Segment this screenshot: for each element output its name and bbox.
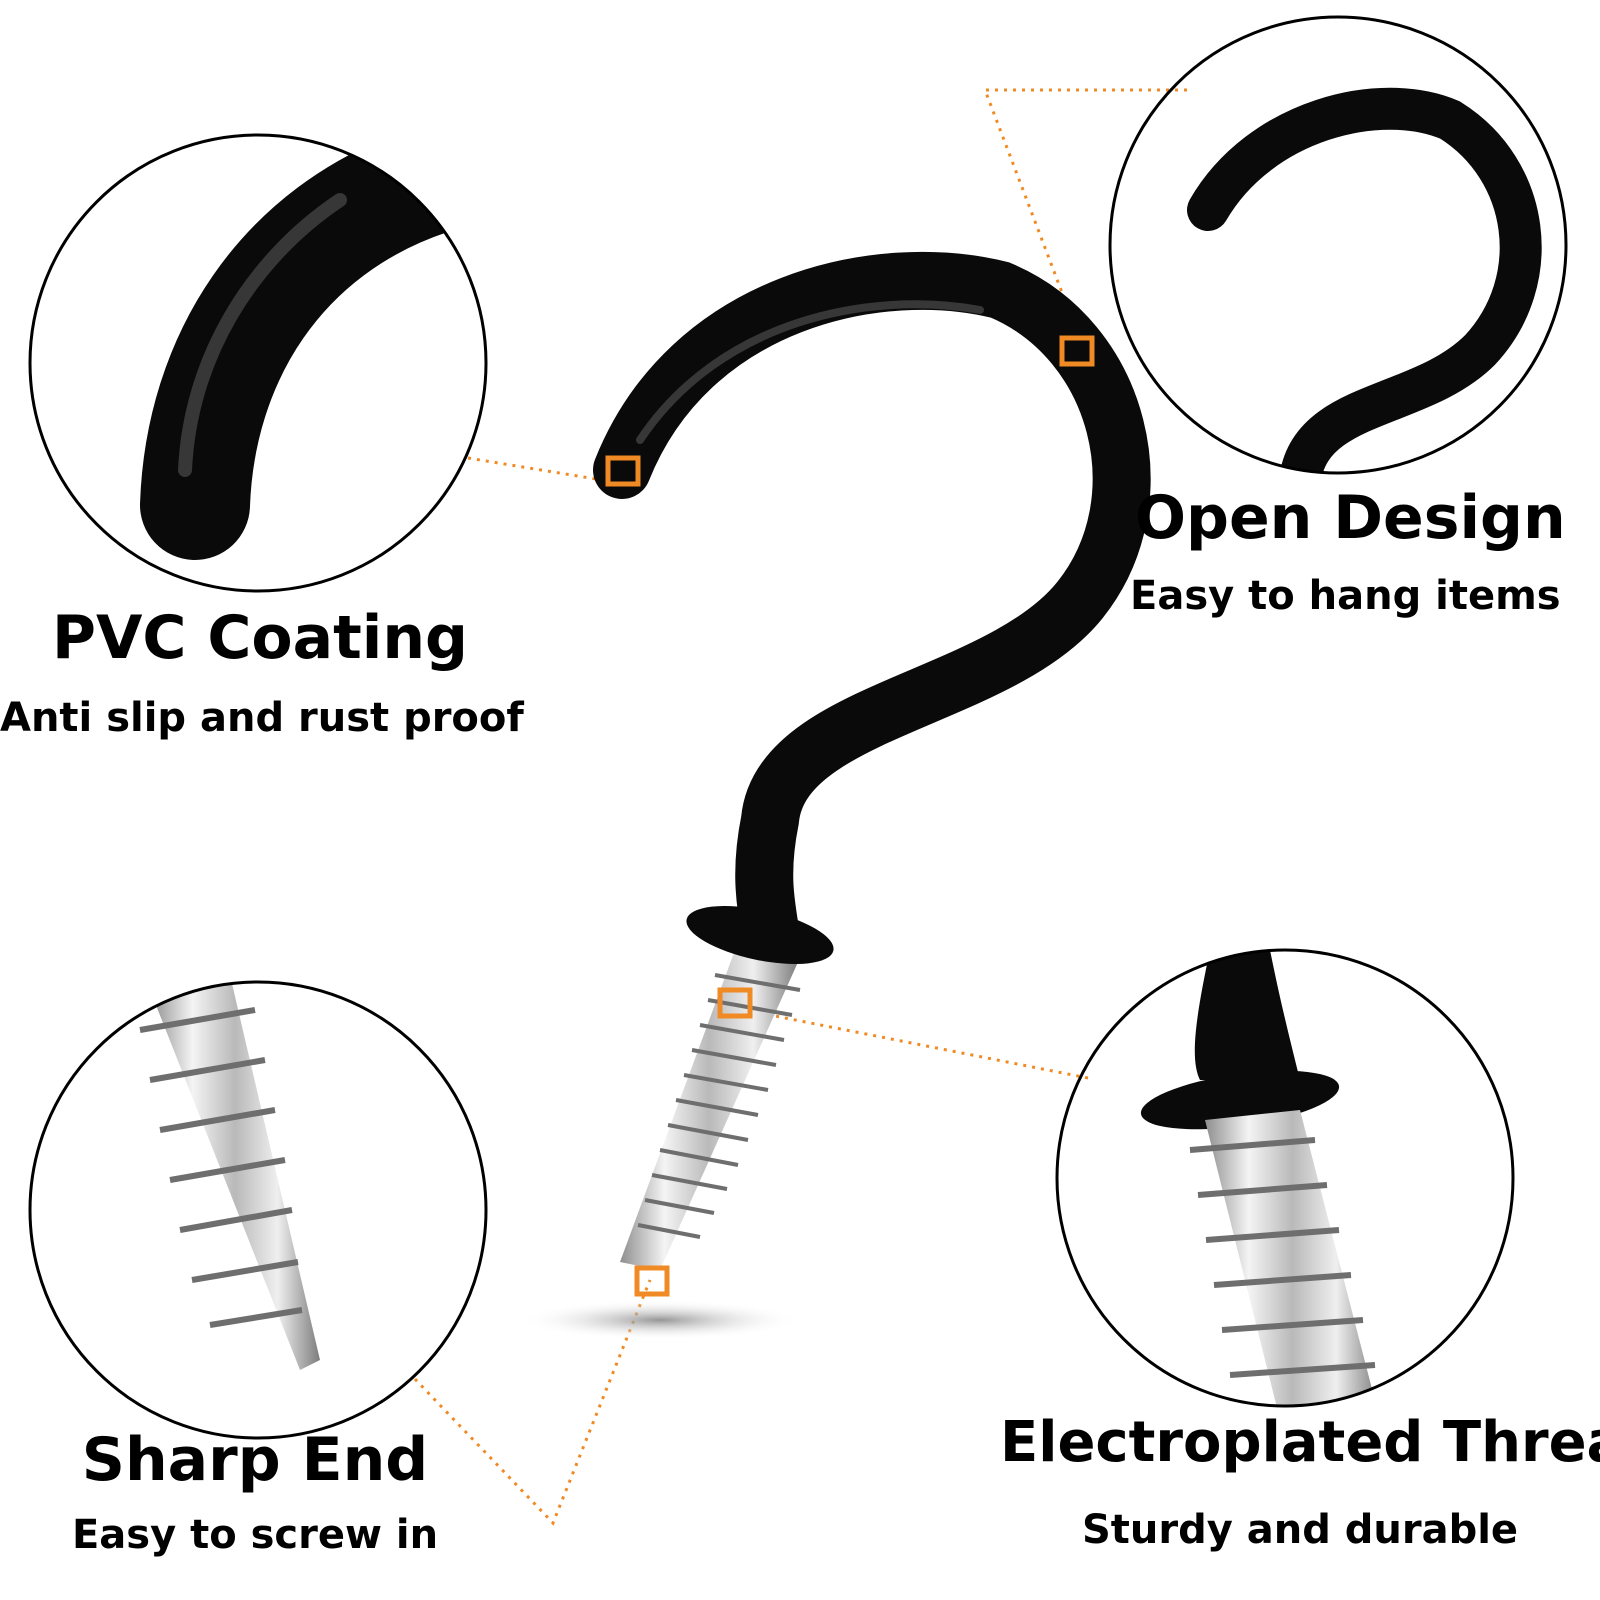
marker-sharp <box>634 1265 670 1297</box>
marker-thread <box>717 987 753 1019</box>
leader-lines <box>413 88 1187 1526</box>
callout-markers <box>605 335 1095 1297</box>
sharp-end-circle <box>139 982 320 1370</box>
pvc-coating-circle <box>140 135 485 560</box>
electroplated-thread-circle <box>1140 950 1380 1406</box>
leader-line-sharp <box>413 1279 652 1526</box>
pvc-coating-title: PVC Coating <box>52 603 468 673</box>
leader-line-pvc <box>467 456 609 483</box>
pvc-coating-subtitle: Anti slip and rust proof <box>0 695 524 741</box>
open-design-circle <box>1187 87 1542 473</box>
open-design-subtitle: Easy to hang items <box>1130 573 1561 619</box>
sharp-end-subtitle: Easy to screw in <box>71 1512 439 1558</box>
marker-pvc <box>605 455 641 487</box>
leader-line-thread <box>754 1010 1089 1080</box>
hook-collar <box>686 905 834 965</box>
main-hook <box>593 251 1151 965</box>
main-screw-thread <box>620 950 801 1270</box>
hook-shadow <box>520 1300 800 1340</box>
sharp-end-title: Sharp End <box>81 1425 429 1495</box>
electroplated-thread-title: Electroplated Thread <box>1000 1410 1600 1475</box>
electroplated-thread-subtitle: Sturdy and durable <box>1081 1507 1519 1553</box>
open-design-title: Open Design <box>1135 483 1566 553</box>
marker-open <box>1059 335 1095 367</box>
